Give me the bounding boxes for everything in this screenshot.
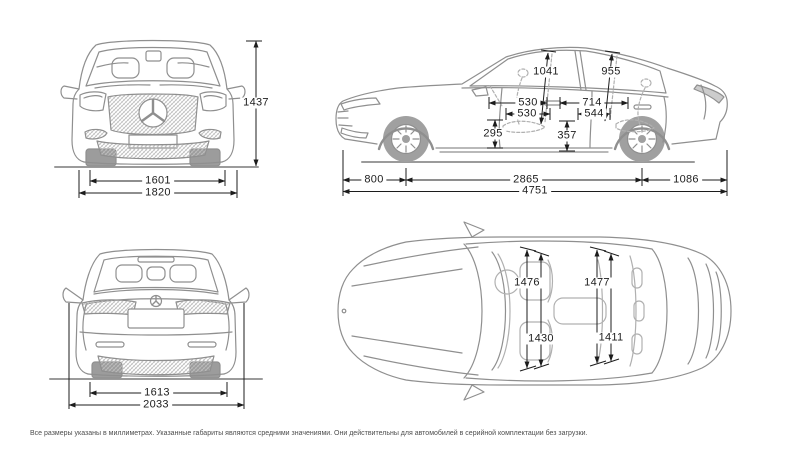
rear-license-plate bbox=[127, 308, 185, 329]
dim-label-rear-track: 1613 bbox=[141, 387, 173, 399]
dim-label-front-seat-height: 295 bbox=[480, 128, 506, 140]
top-center-console bbox=[553, 297, 607, 325]
rear-center-headrest bbox=[146, 266, 166, 281]
top-windshield-base bbox=[463, 243, 483, 379]
dim-label-overall-height: 1437 bbox=[240, 97, 272, 109]
dim-label-rear-overhang: 1086 bbox=[670, 174, 702, 186]
front-windshield bbox=[85, 46, 221, 87]
footnote-text: Все размеры указаны в миллиметрах. Указа… bbox=[30, 430, 588, 437]
front-left-headrest bbox=[111, 57, 140, 79]
dim-label-front-cabin-width-lower: 1430 bbox=[525, 333, 557, 345]
rear-left-mirror bbox=[62, 287, 84, 304]
rear-left-headrest bbox=[115, 264, 143, 283]
side-mirror bbox=[471, 86, 489, 97]
side-front-wheel bbox=[383, 116, 429, 162]
top-rear-window-base bbox=[687, 257, 700, 365]
front-view-drawing bbox=[54, 39, 259, 168]
side-front-arch bbox=[377, 127, 435, 151]
dim-label-front-headroom: 1041 bbox=[530, 66, 562, 78]
front-right-headlight bbox=[199, 91, 227, 112]
top-right-mirror bbox=[463, 384, 485, 401]
rear-diffuser bbox=[97, 355, 215, 376]
dim-label-rear-seat-depth: 544 bbox=[581, 108, 607, 120]
front-left-headlight bbox=[79, 91, 107, 112]
dim-label-front-seat-depth-lower: 530 bbox=[514, 108, 540, 120]
rear-right-mirror bbox=[228, 287, 250, 304]
dim-label-rear-cabin-width-lower: 1411 bbox=[595, 332, 627, 344]
rear-right-headrest bbox=[169, 264, 197, 283]
front-body-outline bbox=[71, 39, 235, 163]
dim-label-rear-cabin-width-upper: 1477 bbox=[581, 277, 613, 289]
side-headlight bbox=[340, 97, 381, 111]
side-b-pillar bbox=[574, 50, 587, 91]
top-view-drawing bbox=[337, 221, 732, 401]
front-left-mirror bbox=[60, 85, 80, 100]
front-star-icon bbox=[140, 98, 166, 123]
dim-label-rear-seat-height: 357 bbox=[554, 130, 580, 142]
dim-label-rear-headroom: 955 bbox=[598, 66, 624, 78]
top-windshield-top bbox=[491, 251, 507, 371]
dim-label-overall-length: 4751 bbox=[519, 185, 551, 197]
rear-left-reflector bbox=[95, 341, 125, 348]
dim-label-width-with-mirrors: 2033 bbox=[140, 399, 172, 411]
top-left-mirror bbox=[463, 221, 485, 238]
top-interior bbox=[494, 253, 645, 369]
dim-label-front-cabin-width-upper: 1476 bbox=[511, 277, 543, 289]
side-taillight bbox=[693, 84, 725, 104]
rear-window bbox=[93, 255, 219, 293]
front-right-headrest bbox=[166, 57, 195, 79]
front-rearview-mirror bbox=[145, 50, 162, 62]
rear-brake-light bbox=[137, 256, 175, 263]
rear-view-drawing bbox=[49, 248, 263, 380]
side-body-outline bbox=[335, 46, 728, 140]
side-glasshouse bbox=[469, 49, 667, 94]
front-lower-intake bbox=[96, 140, 210, 160]
dim-label-body-width: 1820 bbox=[142, 187, 174, 199]
top-body-outline bbox=[337, 236, 732, 386]
dim-label-front-track: 1601 bbox=[142, 175, 174, 187]
dimension-lines bbox=[68, 40, 728, 409]
top-rear-window-top bbox=[651, 248, 668, 374]
side-rear-arch bbox=[613, 127, 671, 151]
side-rear-wheel bbox=[619, 116, 665, 162]
side-rear-door-handle bbox=[633, 104, 652, 110]
dim-label-front-overhang: 800 bbox=[361, 174, 387, 186]
rear-body-outline bbox=[75, 248, 237, 375]
rear-right-reflector bbox=[187, 341, 217, 348]
top-rear-bench bbox=[629, 255, 637, 367]
